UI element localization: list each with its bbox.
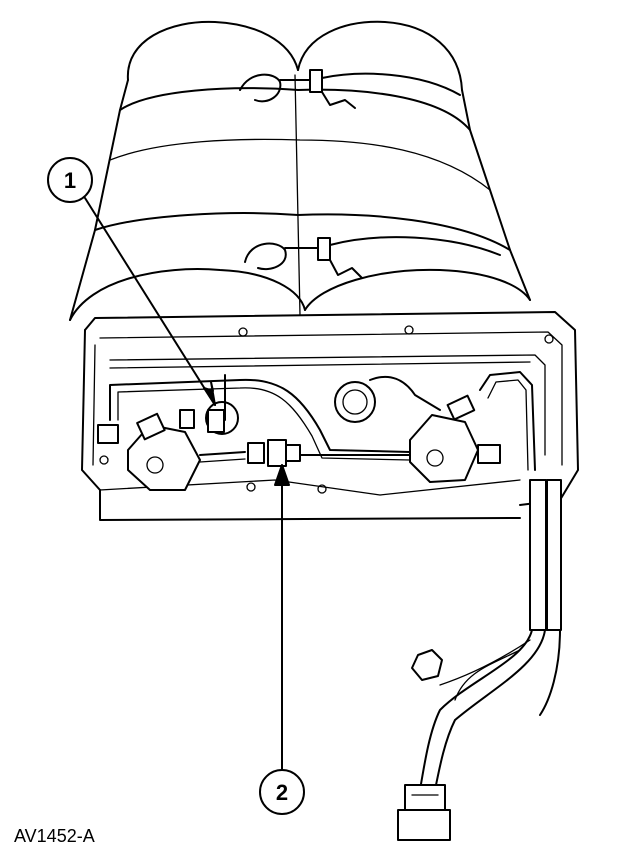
callout-2-number: 2 <box>276 780 288 805</box>
callout-1-arrowhead <box>203 381 216 406</box>
wiring-harness <box>397 479 562 841</box>
figure-id-label: AV1452-A <box>14 826 95 846</box>
callout-2-arrowhead <box>274 464 290 486</box>
callout-1-leader <box>84 197 216 406</box>
fuel-lines <box>109 371 536 471</box>
callout-2: 2 <box>259 769 305 815</box>
callout-1-number: 1 <box>64 168 76 193</box>
inline-connector <box>247 439 301 467</box>
fuel-tanks <box>69 20 531 321</box>
callout-1: 1 <box>47 157 93 203</box>
valve-assemblies <box>97 394 501 491</box>
tank-straps <box>239 69 501 279</box>
